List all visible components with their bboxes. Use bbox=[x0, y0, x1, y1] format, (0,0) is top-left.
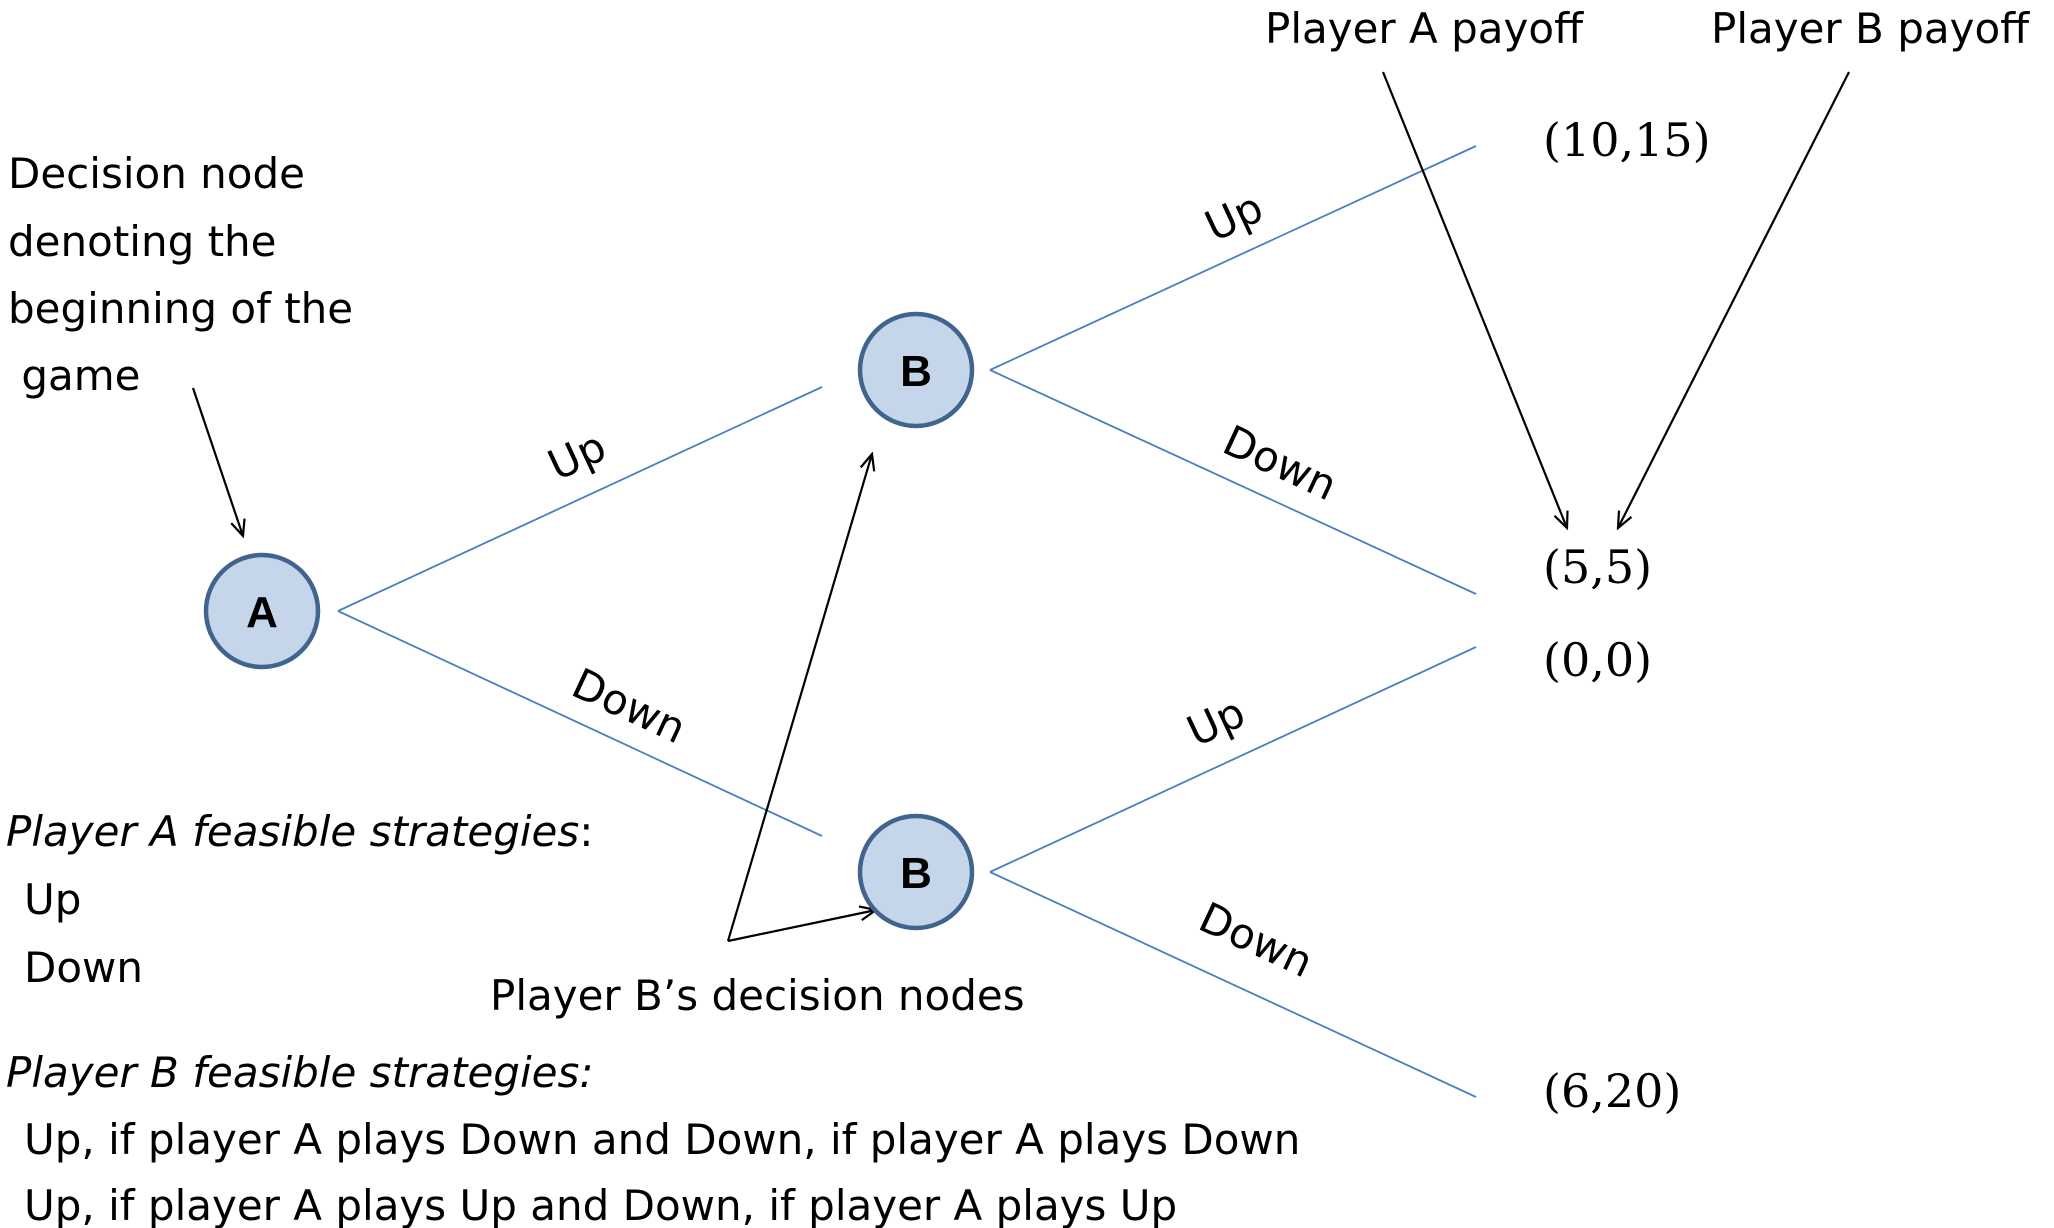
node-b-lower: B bbox=[857, 813, 975, 931]
branch-label-b-lower-up: Up bbox=[1180, 688, 1253, 757]
pointer-b-lower-arrow bbox=[727, 910, 876, 943]
branch-label-a-down: Down bbox=[565, 659, 694, 754]
player-a-strategies-heading: Player A feasible strategies: bbox=[6, 807, 593, 856]
player-a-strategies-colon: : bbox=[579, 807, 593, 856]
pointer-player-a-payoff-arrow bbox=[1381, 71, 1567, 528]
node-b-upper: B bbox=[857, 311, 975, 429]
pointer-root-arrow bbox=[191, 387, 243, 536]
branch-label-b-lower-down: Down bbox=[1192, 893, 1321, 988]
player-a-strategy-item-1: Up bbox=[24, 875, 81, 924]
root-note-line-3: beginning of the bbox=[8, 284, 353, 333]
root-note-line-2: denoting the bbox=[8, 217, 277, 266]
edge-b-upper-down bbox=[989, 369, 1477, 595]
node-b-upper-label: B bbox=[900, 347, 932, 396]
player-a-strategy-item-2: Down bbox=[24, 943, 143, 992]
edge-a-up bbox=[337, 386, 823, 612]
payoff-up-down: (5,5) bbox=[1543, 540, 1652, 594]
node-b-lower-label: B bbox=[900, 849, 932, 898]
player-a-payoff-label: Player A payoff bbox=[1265, 4, 1584, 53]
root-note-line-4: game bbox=[8, 351, 141, 400]
player-b-strategy-item-1: Up, if player A plays Down and Down, if … bbox=[24, 1115, 1300, 1164]
payoff-down-down: (6,20) bbox=[1543, 1064, 1681, 1118]
node-root-label: A bbox=[246, 588, 278, 637]
player-b-strategies-heading: Player B feasible strategies: bbox=[6, 1048, 594, 1097]
player-b-strategy-item-2: Up, if player A plays Up and Down, if pl… bbox=[24, 1181, 1177, 1228]
branch-label-b-upper-down: Down bbox=[1216, 416, 1345, 511]
player-a-strategies-title: Player A feasible strategies bbox=[6, 807, 579, 856]
branch-label-a-up: Up bbox=[541, 422, 614, 491]
edge-b-lower-down bbox=[989, 871, 1477, 1098]
node-root: A bbox=[203, 552, 321, 670]
pointer-player-b-payoff-arrow bbox=[1618, 71, 1850, 528]
edge-a-down bbox=[337, 610, 823, 837]
player-b-payoff-label: Player B payoff bbox=[1711, 4, 2030, 53]
payoff-up-up: (10,15) bbox=[1543, 113, 1711, 167]
root-note-line-1: Decision node bbox=[8, 149, 305, 198]
b-nodes-note: Player B’s decision nodes bbox=[490, 971, 1025, 1020]
payoff-down-up: (0,0) bbox=[1543, 633, 1652, 687]
branch-label-b-upper-up: Up bbox=[1198, 183, 1271, 252]
edge-b-upper-up bbox=[989, 145, 1477, 371]
edge-b-lower-up bbox=[989, 646, 1477, 873]
pointer-b-upper-arrow bbox=[726, 454, 872, 942]
